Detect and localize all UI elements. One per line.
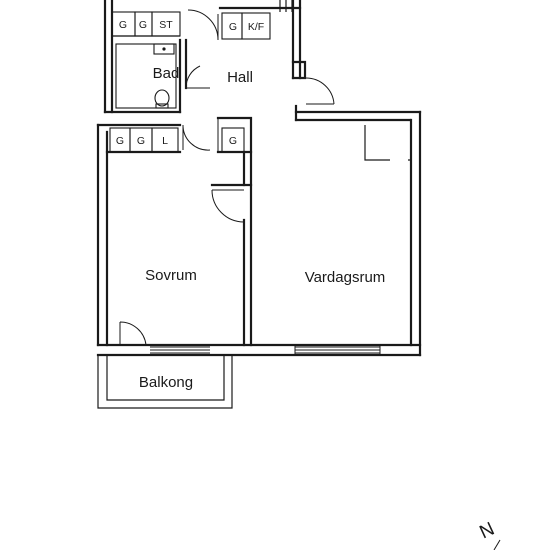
north-arrow-icon [493,539,501,550]
closet-cell [151,127,179,153]
window-living-tick [294,344,381,356]
balcony [97,355,233,409]
balcony-outline [97,355,233,409]
door-swing-bedroom [211,189,245,223]
closet-top-right: G K/F [221,12,271,40]
closet-middle-right: G [221,127,245,153]
room-label-balkong: Balkong [139,374,193,391]
closet-label: G [229,21,237,33]
wall-living-corner [364,125,411,161]
closet-cell [221,127,245,153]
door-swing-balcony [119,321,147,346]
doors [119,9,335,346]
door-swing-bath [185,65,210,89]
closet-label: K/F [248,21,264,33]
closet-top-left: G G ST [111,11,181,37]
closet-label: G [139,19,147,31]
closet-cell [241,12,271,40]
closet-label: ST [159,19,173,31]
compass-north: N [477,519,501,550]
window-bedroom [150,346,210,354]
closet-label: G [137,135,145,147]
closet-label: L [162,135,168,147]
bathroom-floor-outline [115,43,177,109]
room-label-bad: Bad [153,65,180,82]
closet-label: G [119,19,127,31]
sink-icon [153,43,175,55]
door-swing-closet [182,124,211,151]
wall-hall-right-notch [291,60,307,80]
closet-label: G [229,135,237,147]
toilet-icon [154,89,170,107]
windows [150,344,381,356]
room-label-vardagsrum: Vardagsrum [305,269,386,286]
walls [96,0,422,357]
bathroom-fixtures [115,43,177,109]
door-swing-entrance [305,77,335,105]
closet-label: G [116,135,124,147]
north-label: N [477,519,498,544]
closet-middle-left: G G L [109,127,179,153]
door-swing-top [187,9,219,41]
toilet-tank-icon [155,103,169,109]
window-living [295,346,380,354]
balcony-inner-outline [106,355,225,401]
room-label-sovrum: Sovrum [145,267,197,284]
room-label-hall: Hall [227,69,253,86]
sink-drain-icon [162,47,166,51]
wall-top-hatch [279,0,293,12]
